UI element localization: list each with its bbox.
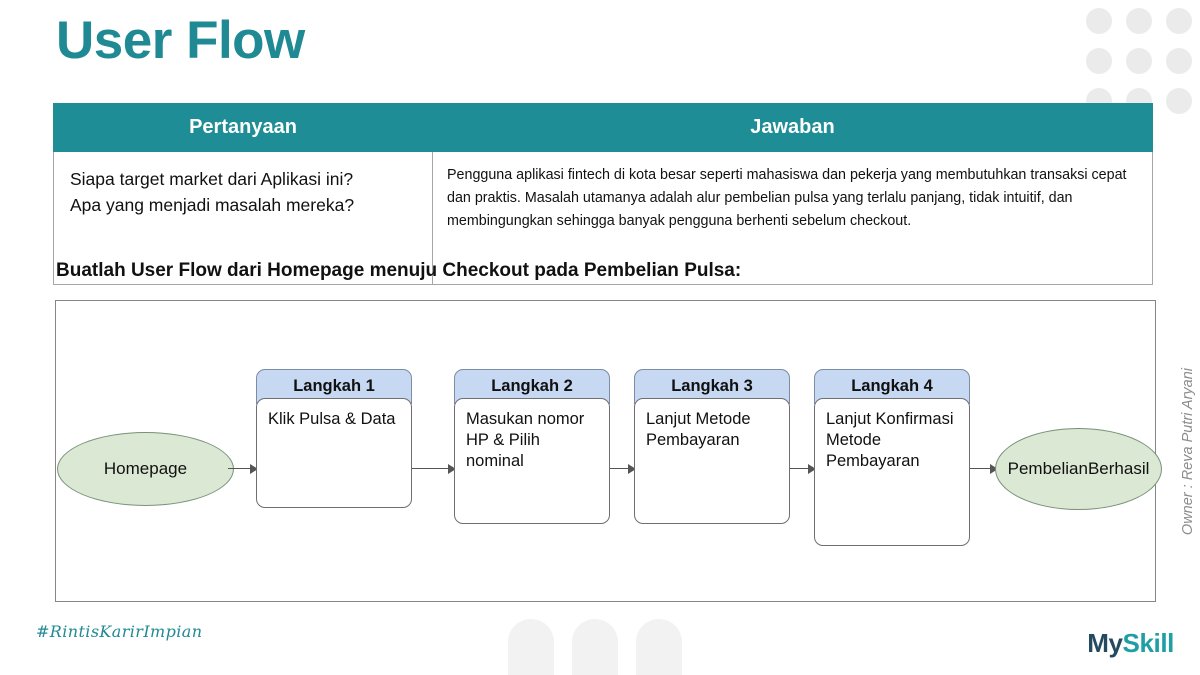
arch-shape	[572, 619, 618, 675]
logo-text-skill: Skill	[1122, 628, 1175, 658]
logo-text-my: My	[1087, 628, 1123, 658]
brand-logo: MySkill	[1087, 628, 1174, 659]
qa-table: Pertanyaan Jawaban Siapa target market d…	[53, 103, 1153, 285]
page-title: User Flow	[56, 11, 305, 70]
dot-icon	[1086, 8, 1112, 34]
decorative-dot-grid	[1086, 8, 1192, 114]
arch-shape	[636, 619, 682, 675]
table-row: Siapa target market dari Aplikasi ini? A…	[53, 151, 1153, 285]
column-header-pertanyaan: Pertanyaan	[53, 103, 433, 152]
dot-icon	[1126, 8, 1152, 34]
cell-question: Siapa target market dari Aplikasi ini? A…	[53, 151, 433, 285]
question-line-2: Apa yang menjadi masalah mereka?	[70, 195, 355, 216]
dot-icon	[1086, 48, 1112, 74]
table-header-row: Pertanyaan Jawaban	[53, 103, 1153, 152]
dot-icon	[1166, 88, 1192, 114]
column-header-jawaban: Jawaban	[432, 103, 1153, 152]
cell-answer: Pengguna aplikasi fintech di kota besar …	[432, 151, 1153, 285]
flow-diagram-frame	[55, 300, 1156, 602]
dot-icon	[1166, 48, 1192, 74]
instruction-text: Buatlah User Flow dari Homepage menuju C…	[56, 260, 742, 281]
dot-icon	[1126, 48, 1152, 74]
owner-label: Owner : Reva Putri Aryani	[1180, 368, 1196, 536]
dot-icon	[1166, 8, 1192, 34]
question-line-1: Siapa target market dari Aplikasi ini?	[70, 169, 354, 189]
arch-shape	[508, 619, 554, 675]
decorative-arch-group	[508, 619, 682, 675]
footer-hashtag: #RintisKarirImpian	[36, 622, 203, 641]
